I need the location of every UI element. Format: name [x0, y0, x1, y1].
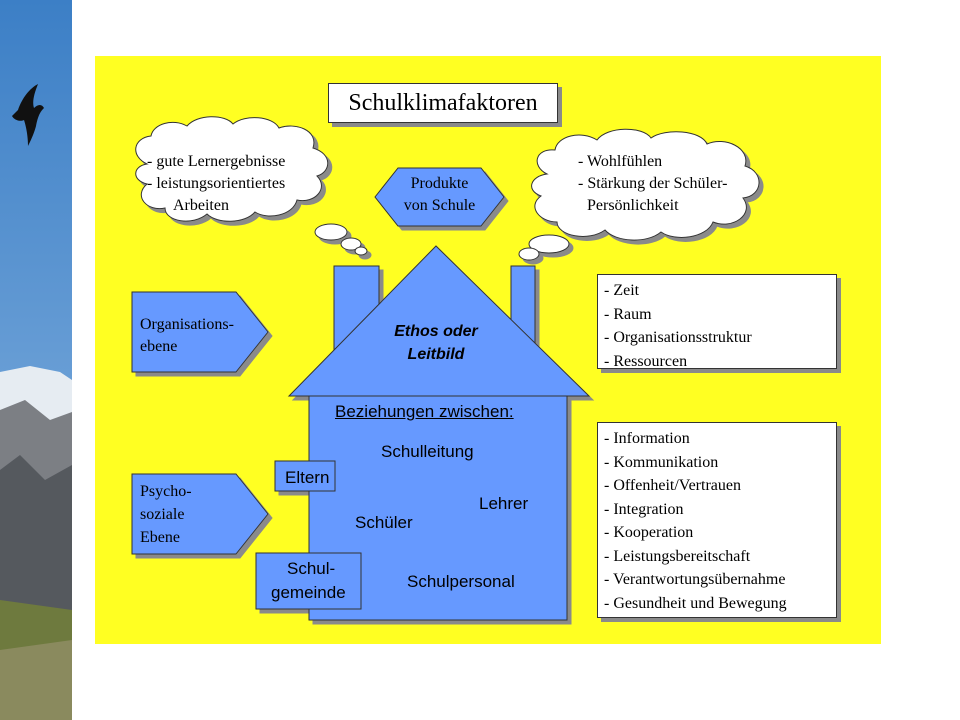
psycho-factor-item: - Leistungsbereitschaft: [604, 547, 751, 565]
title-box: Schulklimafaktoren: [328, 83, 558, 123]
diagram-title: Schulklimafaktoren: [348, 90, 538, 116]
products-line-1: Produkte: [410, 175, 469, 192]
psycho-factor-item: - Gesundheit und Bewegung: [604, 594, 787, 612]
roof-line-2: Leitbild: [407, 346, 465, 363]
org-factor-item: - Ressourcen: [604, 352, 688, 370]
org-factor-item: - Organisationsstruktur: [604, 329, 752, 346]
org-level-line-1: Organisations-: [140, 316, 234, 333]
house-schulleitung: Schulleitung: [381, 442, 474, 461]
roof-line-1: Ethos oder: [394, 323, 478, 340]
psycho-level-arrow-shape: [131, 473, 269, 555]
house-schulgemeinde-line-2: gemeinde: [271, 583, 346, 602]
psycho-level-line-2: soziale: [140, 506, 185, 523]
cloud-left-line-3: Arbeiten: [173, 197, 229, 214]
org-factor-item: - Zeit: [604, 282, 640, 299]
cloud-left-shape: [135, 116, 368, 256]
psycho-factor-item: - Verantwortungsübernahme: [604, 571, 786, 588]
org-factor-item: - Raum: [604, 305, 652, 323]
psycho-factor-item: - Integration: [604, 500, 684, 518]
psycho-factors-box: - Information - Kommunikation - Offenhei…: [597, 422, 837, 618]
cloud-right-line-2: - Stärkung der Schüler-: [578, 175, 728, 192]
psycho-factor-item: - Kooperation: [604, 524, 694, 541]
house-schulpersonal: Schulpersonal: [407, 572, 515, 591]
org-level-line-2: ebene: [140, 338, 178, 355]
house-schueler: Schüler: [355, 513, 413, 532]
house-eltern: Eltern: [285, 468, 330, 487]
cloud-left-line-2: - leistungsorientiertes: [147, 175, 286, 192]
cloud-right-line-3: Persönlichkeit: [587, 197, 679, 214]
house-shape: [255, 245, 591, 621]
products-line-2: von Schule: [403, 197, 476, 214]
cloud-left-line-1: - gute Lernergebnisse: [147, 153, 286, 170]
diagram-slide: Schulklimafaktoren - gute Lernergebnisse…: [95, 56, 881, 644]
cloud-right-line-1: - Wohlfühlen: [578, 153, 663, 170]
psycho-level-line-1: Psycho-: [140, 483, 192, 500]
products-hexagon-shape: [374, 167, 505, 227]
psycho-level-line-3: Ebene: [140, 529, 180, 546]
mountain-photo-strip: [0, 0, 72, 720]
house-lehrer: Lehrer: [479, 494, 529, 513]
psycho-factor-item: - Kommunikation: [604, 453, 719, 471]
psycho-factor-item: - Information: [604, 430, 690, 447]
org-level-arrow-shape: [131, 291, 269, 373]
org-factors-box: - Zeit - Raum - Organisationsstruktur - …: [597, 274, 837, 370]
house-schulgemeinde-line-1: Schul-: [287, 559, 336, 578]
bird-icon: [12, 84, 44, 146]
cloud-right-shape: [518, 128, 760, 261]
house-heading: Beziehungen zwischen:: [335, 402, 514, 421]
psycho-factor-item: - Offenheit/Vertrauen: [604, 477, 741, 494]
